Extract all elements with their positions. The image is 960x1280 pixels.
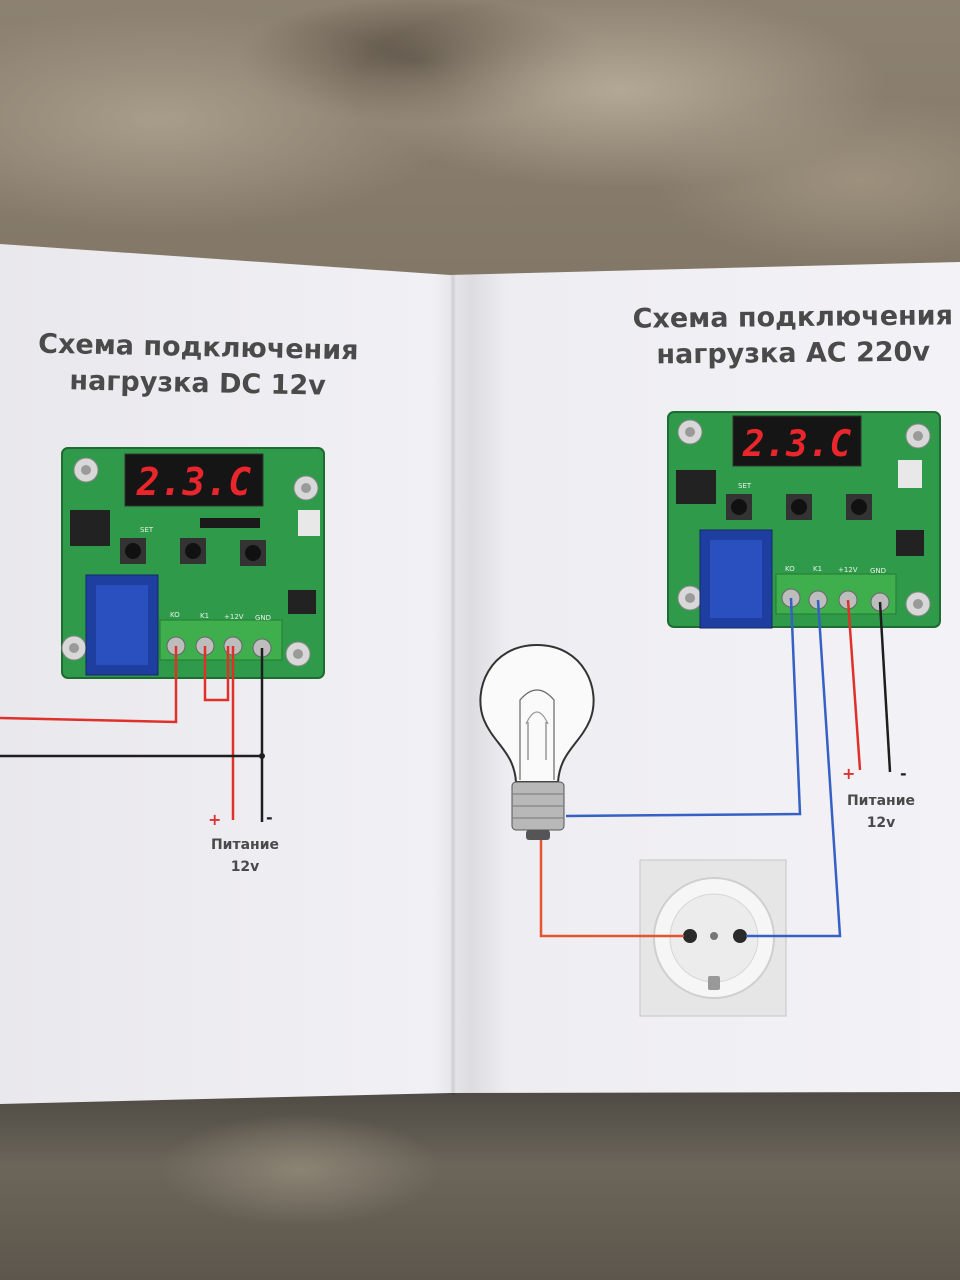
right-terminal-k1: K1	[813, 565, 822, 573]
left-terminal-k1: K1	[200, 612, 209, 620]
left-thermostat-board: 2.3.C SET KO K1 +12V GND	[61, 447, 325, 679]
left-display-digits: 2.3.C	[136, 460, 252, 504]
right-wires	[539, 597, 892, 938]
right-minus-sign: -	[900, 764, 907, 783]
left-set-label: SET	[140, 526, 154, 534]
paper-fold	[450, 275, 456, 1095]
right-power-line2: 12v	[866, 815, 896, 831]
left-terminal-12v: +12V	[224, 613, 244, 621]
left-terminal-gnd: GND	[255, 614, 271, 622]
right-set-label: SET	[738, 482, 752, 490]
left-power-line1: Питание	[210, 837, 280, 853]
right-display-digits: 2.3.C	[742, 424, 852, 465]
left-terminal-ko: KO	[170, 611, 180, 619]
right-power-line1: Питание	[846, 793, 916, 809]
right-terminal-ko: KO	[785, 565, 795, 573]
background-cloth-bottom	[0, 1090, 960, 1280]
right-plus-sign: +	[842, 764, 856, 783]
right-terminal-gnd: GND	[870, 567, 886, 575]
right-terminal-12v: +12V	[838, 566, 858, 574]
light-bulb-icon	[479, 643, 595, 840]
power-socket-icon	[639, 859, 787, 1017]
right-thermostat-board: 2.3.C SET KO K1 +12V GND	[667, 411, 941, 629]
left-power-label: Питание 12v	[200, 834, 290, 878]
left-minus-sign: -	[266, 808, 273, 827]
left-plus-sign: +	[208, 810, 222, 829]
right-power-label: Питание 12v	[836, 790, 926, 834]
left-wires	[0, 646, 265, 822]
left-power-line2: 12v	[230, 859, 260, 875]
